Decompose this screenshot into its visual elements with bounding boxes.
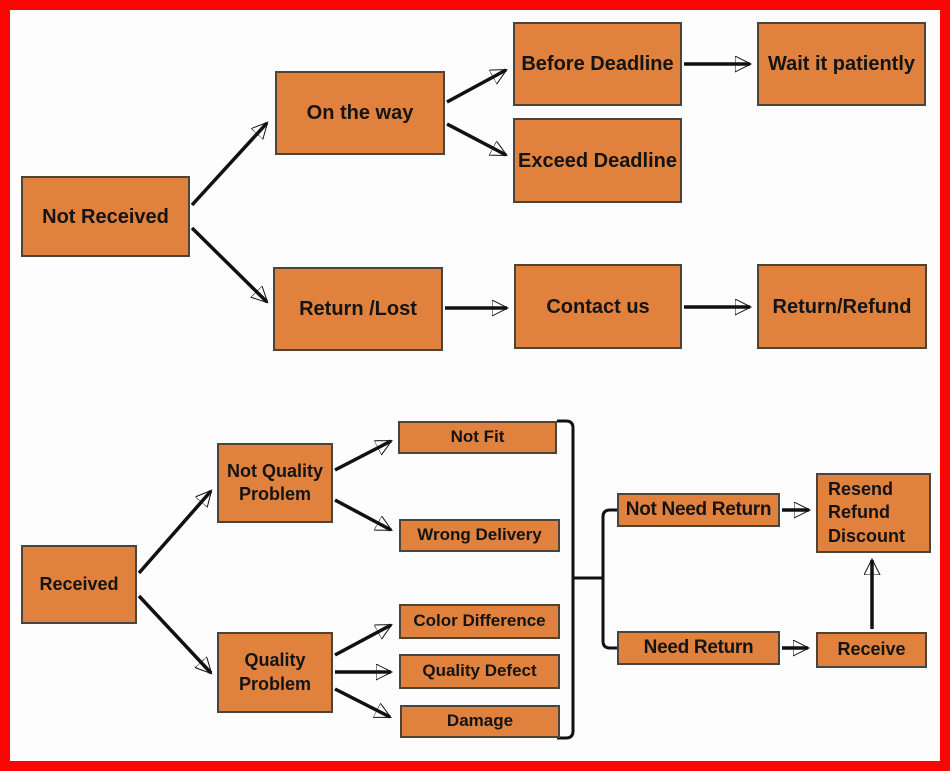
node-receive: Receive [816, 632, 927, 668]
node-not-received: Not Received [21, 176, 190, 257]
node-contact-us: Contact us [514, 264, 682, 349]
node-on-the-way: On the way [275, 71, 445, 155]
merge-bracket-main [557, 419, 575, 740]
node-not-need-return: Not Need Return [617, 493, 780, 527]
arrow-on-the-way-to-exceed-deadline [446, 122, 506, 157]
arrow-received-to-quality-problem [137, 594, 211, 673]
node-label: Not Received [42, 205, 169, 228]
node-label: Not Quality Problem [226, 460, 323, 504]
node-exceed-deadline: Exceed Deadline [513, 118, 682, 203]
node-label: Received [39, 573, 119, 594]
node-label: Not Need Return [625, 498, 772, 520]
node-color-difference: Color Difference [399, 604, 560, 639]
node-label: Before Deadline [521, 53, 674, 75]
arrow-not-quality-problem-to-wrong-delivery [334, 498, 391, 532]
node-label: Wait it patiently [767, 53, 916, 75]
node-return-refund: Return/Refund [757, 264, 927, 349]
node-wait-it-patiently: Wait it patiently [757, 22, 926, 106]
node-label: Exceed Deadline [518, 149, 677, 172]
arrow-not-received-to-on-the-way [190, 123, 267, 207]
node-label: Quality Defect [422, 661, 537, 681]
node-label: Color Difference [413, 611, 546, 631]
node-label: Not Fit [450, 427, 505, 447]
node-label: On the way [306, 102, 414, 124]
node-label: Damage [446, 711, 514, 731]
node-quality-defect: Quality Defect [399, 654, 560, 689]
node-label: Return /Lost [299, 298, 417, 320]
node-label: Resend Refund Discount [828, 478, 906, 546]
node-label: Quality Problem [238, 650, 312, 694]
node-need-return: Need Return [617, 631, 780, 665]
arrow-quality-problem-to-color-difference [334, 623, 391, 657]
node-damage: Damage [400, 705, 560, 738]
arrow-not-received-to-return-lost [190, 226, 267, 302]
merge-bracket-branch [601, 508, 617, 650]
node-label: Need Return [643, 636, 754, 658]
arrow-on-the-way-to-before-deadline [446, 68, 506, 104]
node-label: Return/Refund [772, 295, 912, 318]
node-quality-problem: Quality Problem [217, 632, 333, 713]
node-label: Wrong Delivery [417, 525, 542, 545]
arrow-quality-problem-to-damage [334, 687, 390, 719]
node-label: Receive [837, 639, 906, 660]
node-label: Contact us [546, 295, 650, 318]
node-return-lost: Return /Lost [273, 267, 443, 351]
node-wrong-delivery: Wrong Delivery [399, 519, 560, 552]
node-not-fit: Not Fit [398, 421, 557, 454]
node-received: Received [21, 545, 137, 624]
node-resend-refund-discount: Resend Refund Discount [816, 473, 931, 553]
node-before-deadline: Before Deadline [513, 22, 682, 106]
node-not-quality-problem: Not Quality Problem [217, 443, 333, 523]
arrow-received-to-not-quality-problem [137, 491, 211, 575]
arrow-not-quality-problem-to-not-fit [334, 439, 391, 472]
